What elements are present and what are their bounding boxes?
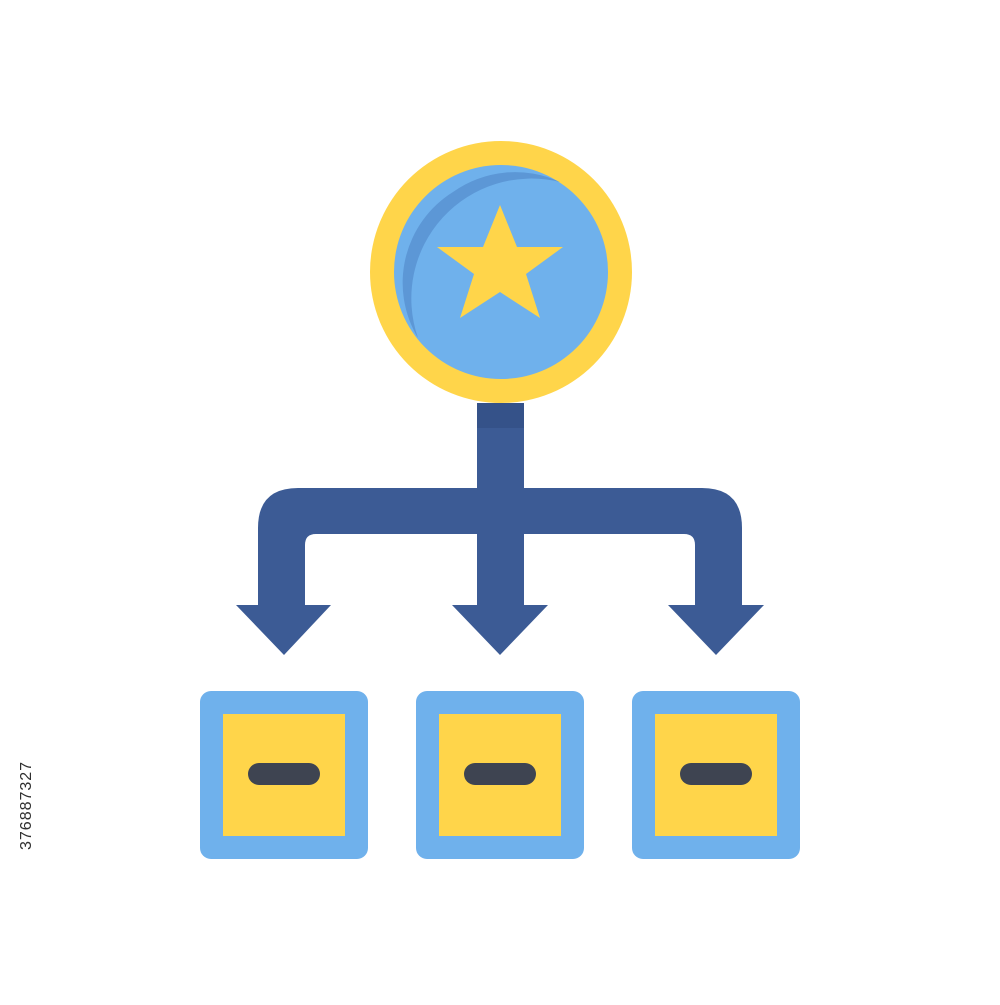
root-node — [370, 141, 632, 403]
minus-icon — [680, 763, 752, 785]
minus-icon — [248, 763, 320, 785]
branch-connector — [236, 403, 764, 655]
child-node-2 — [416, 691, 584, 859]
trunk-shadow — [477, 403, 524, 428]
arrow-down-right-icon — [668, 605, 764, 655]
stock-id-label: 376887327 — [18, 760, 35, 850]
arrow-down-left-icon — [236, 605, 331, 655]
root-node-shade — [402, 172, 560, 338]
child-node-1 — [200, 691, 368, 859]
arrow-down-center-icon — [452, 605, 548, 655]
child-node-3 — [632, 691, 800, 859]
star-icon — [437, 205, 563, 318]
minus-icon — [464, 763, 536, 785]
branch-bar — [258, 488, 742, 605]
